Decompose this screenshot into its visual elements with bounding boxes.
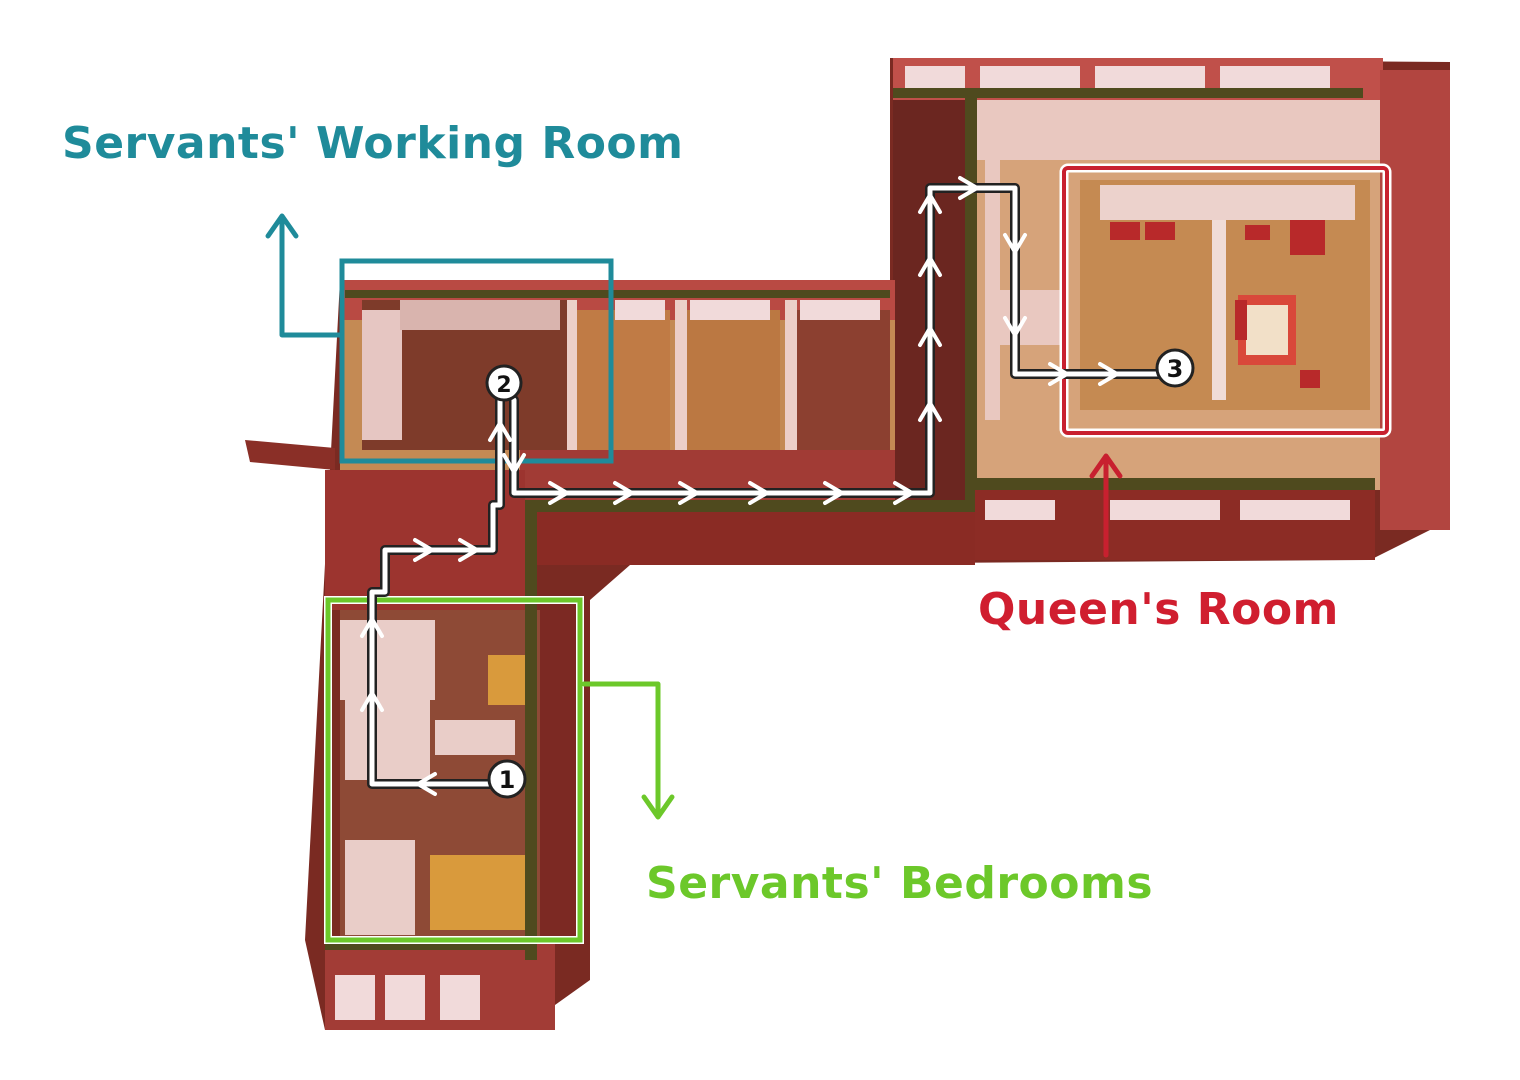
queen-room-bed-sheet bbox=[1246, 305, 1288, 355]
marker-2: 2 bbox=[487, 366, 521, 400]
marker-1-label: 1 bbox=[499, 766, 516, 794]
working-room-label: Servants' Working Room bbox=[62, 118, 684, 169]
marker-3: 3 bbox=[1157, 350, 1193, 386]
marker-1: 1 bbox=[489, 761, 525, 797]
queen-room-divider bbox=[1212, 210, 1226, 400]
working-room-callout bbox=[268, 216, 340, 335]
bedroom-bottom-windows bbox=[335, 975, 480, 1020]
marker-3-label: 3 bbox=[1167, 355, 1184, 383]
marker-2-label: 2 bbox=[496, 373, 511, 398]
wing-front-windows bbox=[985, 500, 1350, 520]
roof-ledge bbox=[245, 440, 335, 470]
bedroom-wing-right-wall bbox=[540, 610, 575, 940]
queen-room-label: Queen's Room bbox=[978, 584, 1339, 635]
bedrooms-callout bbox=[584, 684, 672, 817]
bedrooms-label: Servants' Bedrooms bbox=[646, 858, 1153, 909]
corridor-windows bbox=[615, 300, 880, 320]
working-room-wall-left bbox=[362, 310, 402, 440]
queen-room-back-wall bbox=[1100, 185, 1355, 220]
bedroom-bed-2 bbox=[430, 855, 530, 930]
working-room-back-wall bbox=[400, 300, 560, 330]
corridor-rooms bbox=[565, 300, 890, 450]
corridor-lower-facade bbox=[520, 510, 975, 565]
